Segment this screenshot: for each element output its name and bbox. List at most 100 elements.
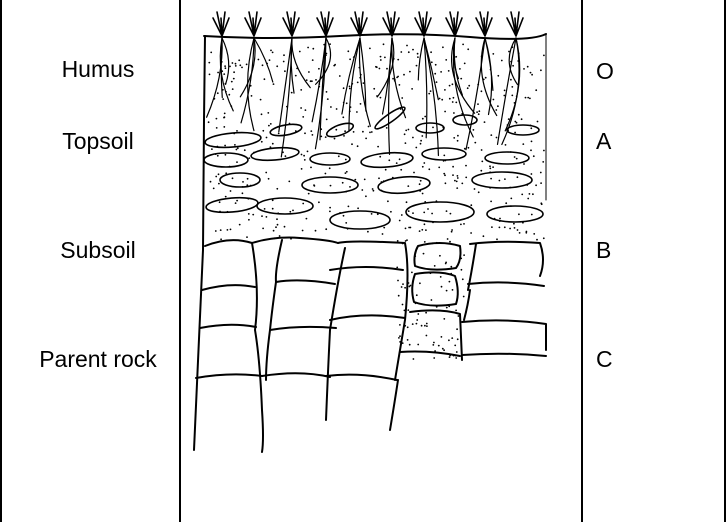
soil-dot [447, 238, 449, 240]
soil-dot [224, 65, 226, 67]
soil-dot [533, 155, 535, 157]
soil-dot [329, 167, 331, 169]
soil-dot [325, 173, 327, 175]
soil-dot [236, 130, 238, 132]
soil-dot [225, 154, 227, 156]
soil-dot [302, 116, 304, 118]
soil-dot [474, 142, 476, 144]
soil-dot [278, 133, 280, 135]
soil-dot [423, 253, 425, 255]
soil-dot [527, 198, 529, 200]
soil-dot [315, 79, 317, 81]
soil-dot [344, 130, 346, 132]
soil-dot [313, 184, 315, 186]
soil-dot [448, 339, 450, 341]
soil-dot [477, 103, 479, 105]
soil-dot [529, 193, 531, 195]
soil-dot [330, 185, 332, 187]
soil-dot [425, 312, 427, 314]
soil-dot [436, 81, 438, 83]
soil-dot [262, 64, 264, 66]
layer-name-humus: Humus [8, 56, 188, 82]
soil-dot [531, 141, 533, 143]
soil-dot [339, 75, 341, 77]
stone [360, 151, 413, 169]
soil-dot [531, 173, 533, 175]
soil-dot [308, 71, 310, 73]
soil-dot [412, 49, 414, 51]
soil-dot [514, 227, 516, 229]
soil-dot [483, 235, 485, 237]
stone [330, 211, 390, 229]
soil-dot [345, 222, 347, 224]
soil-dot [463, 223, 465, 225]
soil-dot [490, 178, 492, 180]
soil-dot [443, 173, 445, 175]
soil-dot [535, 89, 537, 91]
soil-dot [353, 131, 355, 133]
soil-dot [509, 187, 511, 189]
soil-dot [302, 230, 304, 232]
soil-dot [387, 200, 389, 202]
soil-dot [266, 216, 268, 218]
soil-dot [445, 160, 447, 162]
soil-dot [343, 215, 345, 217]
soil-dot [311, 80, 313, 82]
soil-dot [434, 265, 436, 267]
soil-dot [419, 230, 421, 232]
soil-dot [483, 79, 485, 81]
soil-dot [351, 143, 353, 145]
soil-dot [510, 151, 512, 153]
soil-dot [211, 148, 213, 150]
soil-dot [210, 52, 212, 54]
soil-dot [399, 335, 401, 337]
soil-dot [235, 63, 237, 65]
stone [416, 123, 444, 133]
soil-dot [233, 71, 235, 73]
soil-dot [417, 56, 419, 58]
soil-dot [402, 283, 404, 285]
soil-dot [377, 146, 379, 148]
soil-dot [262, 130, 264, 132]
soil-dot [283, 54, 285, 56]
soil-dot [422, 118, 424, 120]
soil-dot [419, 282, 421, 284]
soil-dot [507, 124, 509, 126]
soil-dot [289, 123, 291, 125]
grass-tuft [383, 12, 399, 36]
soil-dot [458, 315, 460, 317]
soil-dot [432, 344, 434, 346]
soil-dot [390, 211, 392, 213]
soil-dot [477, 84, 479, 86]
soil-dot [268, 125, 270, 127]
grass-tuft [213, 12, 229, 36]
soil-dot [426, 325, 428, 327]
soil-dot [383, 180, 385, 182]
soil-dot [220, 229, 222, 231]
soil-dot [218, 173, 220, 175]
soil-dot [208, 121, 210, 123]
roots [207, 38, 520, 157]
soil-dot [233, 133, 235, 135]
soil-dot [382, 233, 384, 235]
soil-dot [490, 201, 492, 203]
soil-dot [450, 266, 452, 268]
soil-dot [457, 175, 459, 177]
soil-dot [453, 97, 455, 99]
soil-dot [224, 113, 226, 115]
soil-dot [420, 180, 422, 182]
soil-dot [302, 203, 304, 205]
profile-left-edge [194, 36, 205, 450]
soil-dot [530, 72, 532, 74]
soil-dot [354, 179, 356, 181]
soil-dot [510, 198, 512, 200]
soil-dot [371, 131, 373, 133]
soil-dot [455, 102, 457, 104]
soil-dot [342, 182, 344, 184]
soil-dot [320, 136, 322, 138]
soil-dot [320, 128, 322, 130]
soil-dot [461, 183, 463, 185]
soil-dot [270, 123, 272, 125]
soil-dot [345, 159, 347, 161]
soil-dot [318, 201, 320, 203]
